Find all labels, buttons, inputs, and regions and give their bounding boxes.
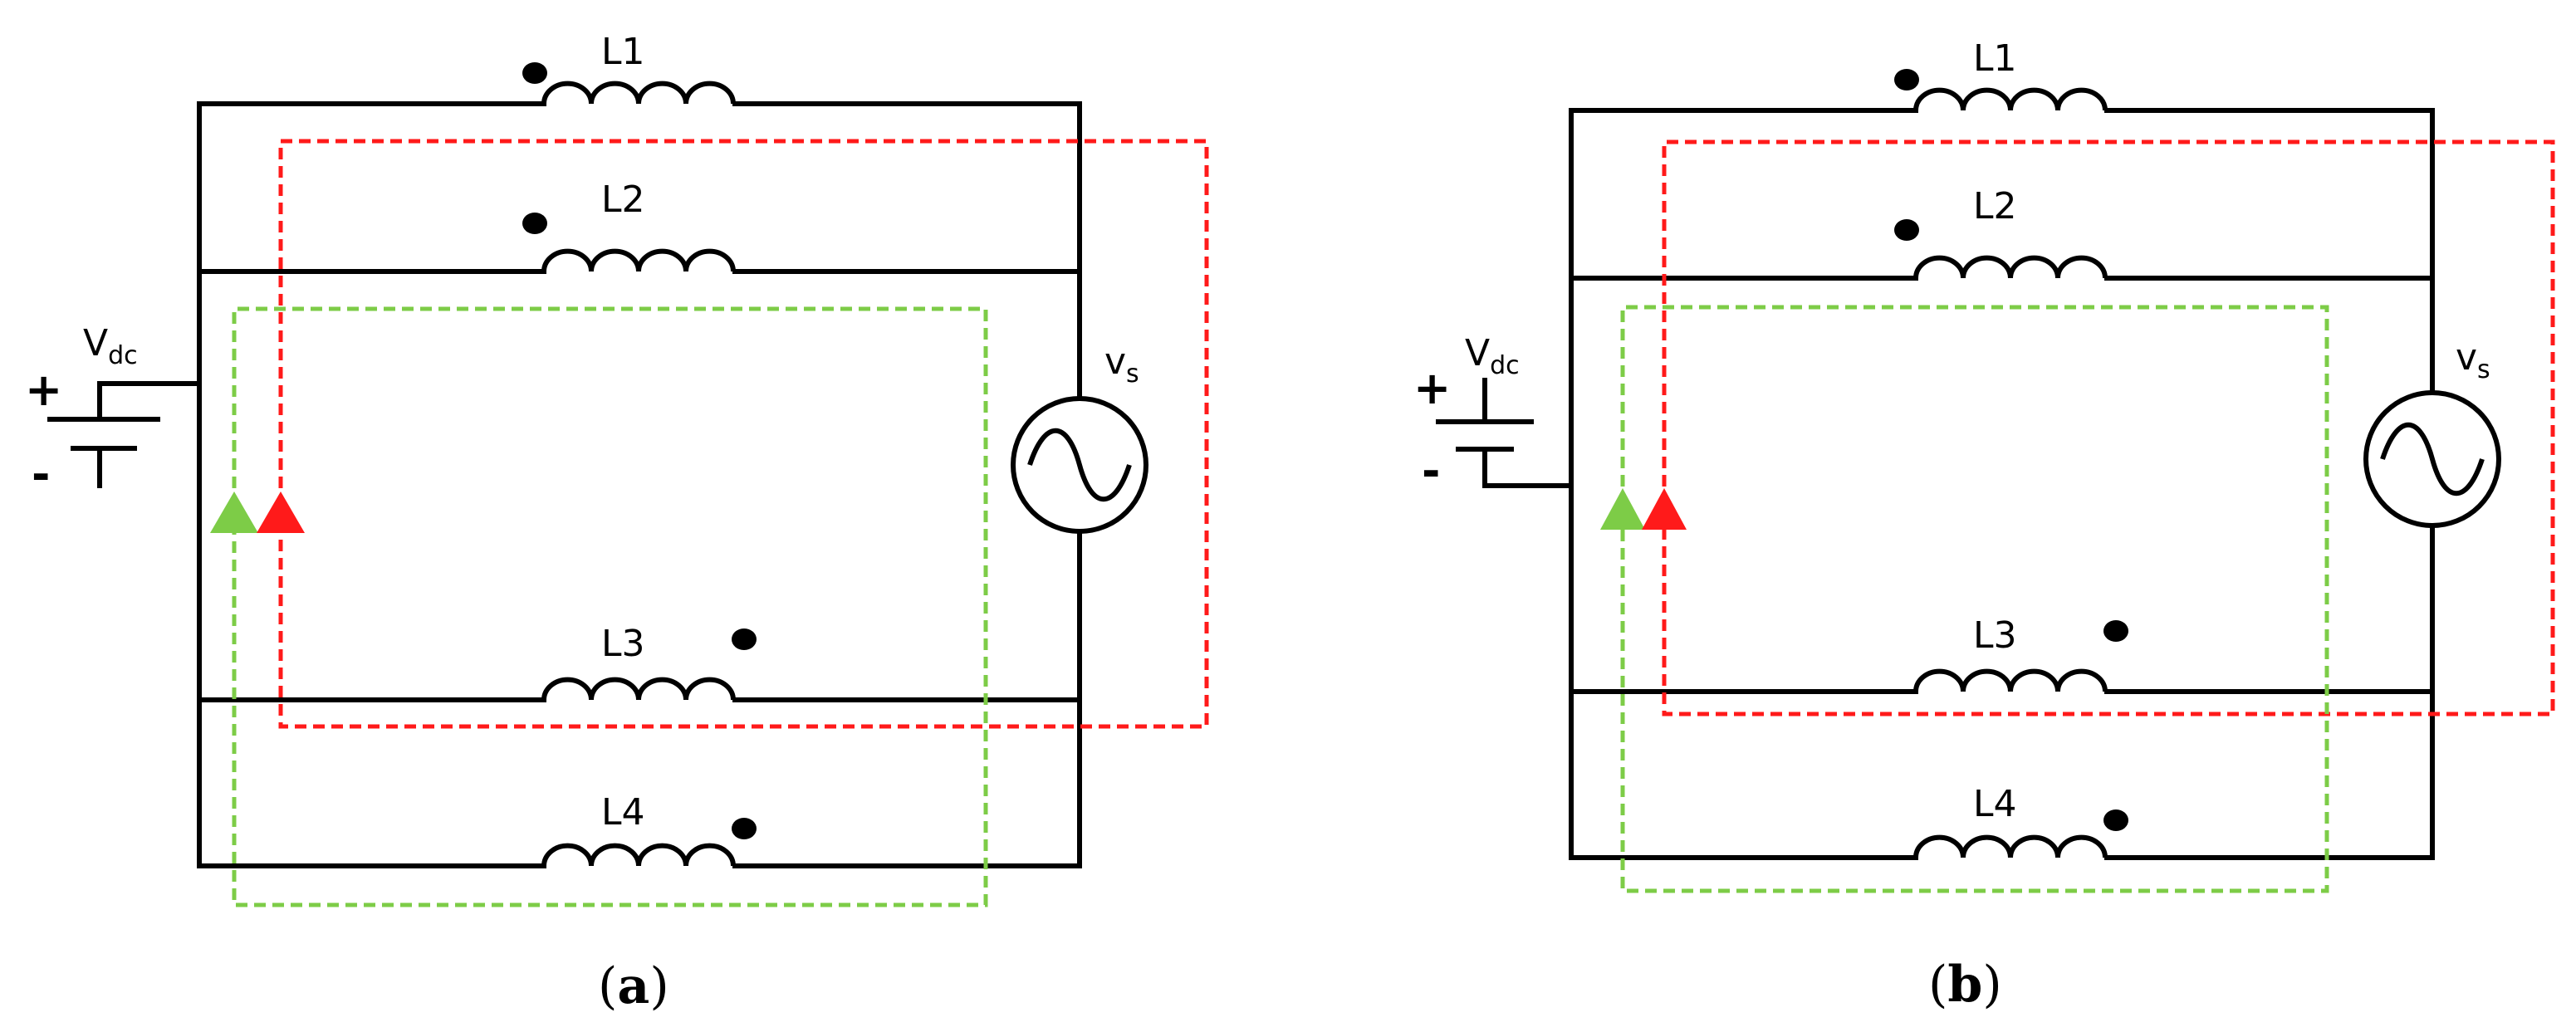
- label-l2: L2: [601, 179, 645, 221]
- green-current-loop: [232, 306, 988, 907]
- inductor-l3-coil: [1913, 668, 2108, 692]
- green-arrow-icon: [210, 491, 258, 533]
- dc-top-lead: [97, 381, 202, 422]
- dot-l4: [732, 818, 757, 839]
- dc-minus-sign: -: [32, 448, 50, 501]
- dc-source-label: Vdc: [83, 322, 138, 370]
- label-l1: L1: [1973, 37, 2017, 80]
- dc-minus-sign: -: [1422, 445, 1440, 497]
- red-current-loop: [278, 139, 1209, 729]
- label-l3: L3: [1973, 614, 2017, 657]
- ac-source-label: vs: [2456, 336, 2490, 384]
- label-l2: L2: [1973, 185, 2017, 227]
- label-l1: L1: [601, 31, 645, 73]
- dot-l1: [1894, 69, 1919, 90]
- dot-l4: [2103, 809, 2128, 831]
- green-arrow-icon: [1600, 488, 1645, 530]
- dot-l3: [2103, 620, 2128, 642]
- red-current-loop: [1662, 139, 2555, 716]
- panel-a: L1 L2 L3 L4 vs Vdc + - (a): [25, 31, 1209, 1015]
- green-current-loop: [1620, 305, 2329, 893]
- caption-b: (b): [1928, 956, 2002, 1014]
- dot-l2: [1894, 219, 1919, 241]
- inductor-l2-coil: [1913, 255, 2108, 279]
- dc-plus-sign: +: [1413, 362, 1451, 414]
- dot-l2: [522, 213, 547, 234]
- label-l4: L4: [601, 791, 645, 834]
- inductor-l4-coil: [541, 843, 736, 867]
- red-arrow-icon: [1642, 488, 1687, 530]
- ac-source-label: vs: [1104, 340, 1139, 389]
- inductor-l3-coil: [541, 677, 736, 701]
- dc-plus-sign: +: [25, 364, 62, 416]
- dot-l1: [522, 62, 547, 84]
- inductor-l4-coil: [1913, 834, 2108, 858]
- caption-a: (a): [598, 957, 669, 1015]
- inductor-l2-coil: [541, 248, 736, 272]
- label-l3: L3: [601, 623, 645, 665]
- red-arrow-icon: [257, 491, 305, 533]
- ac-sine-icon: [2380, 422, 2485, 496]
- dc-bottom-lead: [1482, 447, 1574, 488]
- dc-source-label: Vdc: [1465, 332, 1520, 380]
- dot-l3: [732, 628, 757, 650]
- inductor-l1-coil: [1913, 87, 2108, 111]
- inductor-l1-coil: [541, 81, 736, 105]
- label-l4: L4: [1973, 783, 2017, 825]
- panel-b: L1 L2 L3 L4 vs Vdc + - (b): [1413, 37, 2555, 1014]
- ac-sine-icon: [1027, 428, 1132, 502]
